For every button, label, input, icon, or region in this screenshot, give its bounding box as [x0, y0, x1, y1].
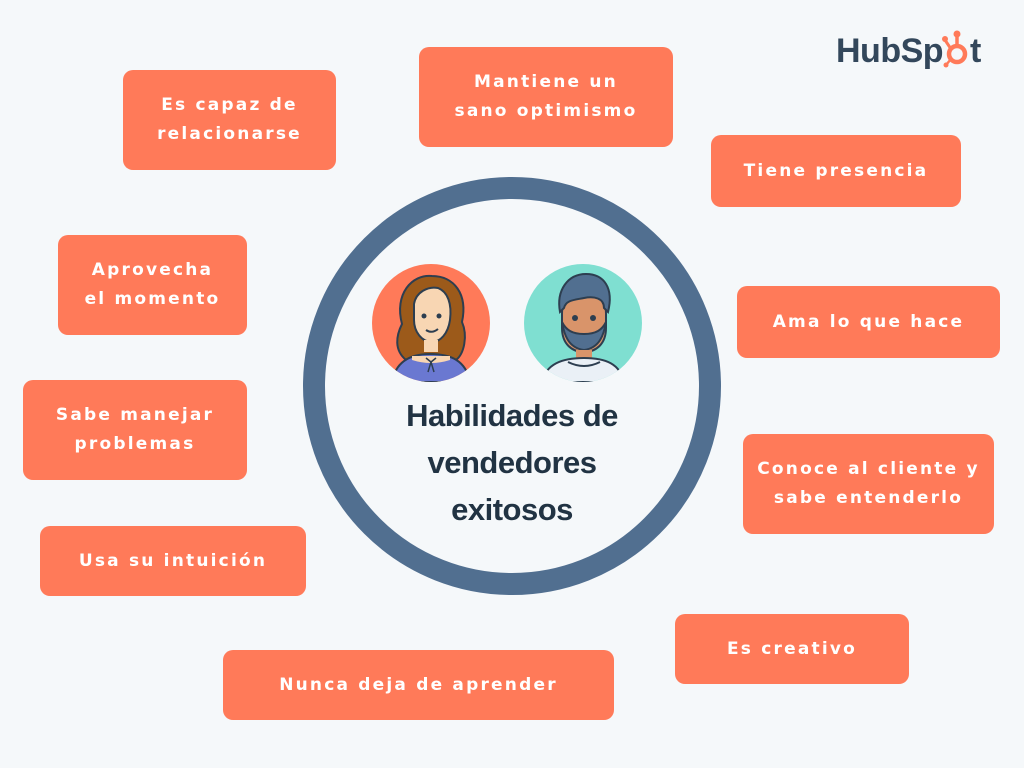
- skill-box-relacionarse: Es capaz de relacionarse: [123, 70, 336, 170]
- woman-avatar: [372, 264, 490, 382]
- skill-box-aprovecha: Aprovecha el momento: [58, 235, 247, 335]
- skill-box-aprender: Nunca deja de aprender: [223, 650, 614, 720]
- skill-box-presencia: Tiene presencia: [711, 135, 961, 207]
- logo-text-end: t: [970, 31, 981, 70]
- man-avatar: [524, 264, 642, 382]
- skill-box-optimismo: Mantiene un sano optimismo: [419, 47, 673, 147]
- skill-box-ama: Ama lo que hace: [737, 286, 1000, 358]
- skill-box-creativo: Es creativo: [675, 614, 909, 684]
- hubspot-logo: HubSp t: [836, 30, 981, 72]
- diagram-title: Habilidades de vendedores exitosos: [406, 398, 618, 527]
- skill-box-intuicion: Usa su intuición: [40, 526, 306, 596]
- logo-text: HubSp: [836, 31, 944, 70]
- skill-box-problemas: Sabe manejar problemas: [23, 380, 247, 480]
- sprocket-icon: [942, 30, 970, 68]
- skill-box-cliente: Conoce al cliente y sabe entenderlo: [743, 434, 994, 534]
